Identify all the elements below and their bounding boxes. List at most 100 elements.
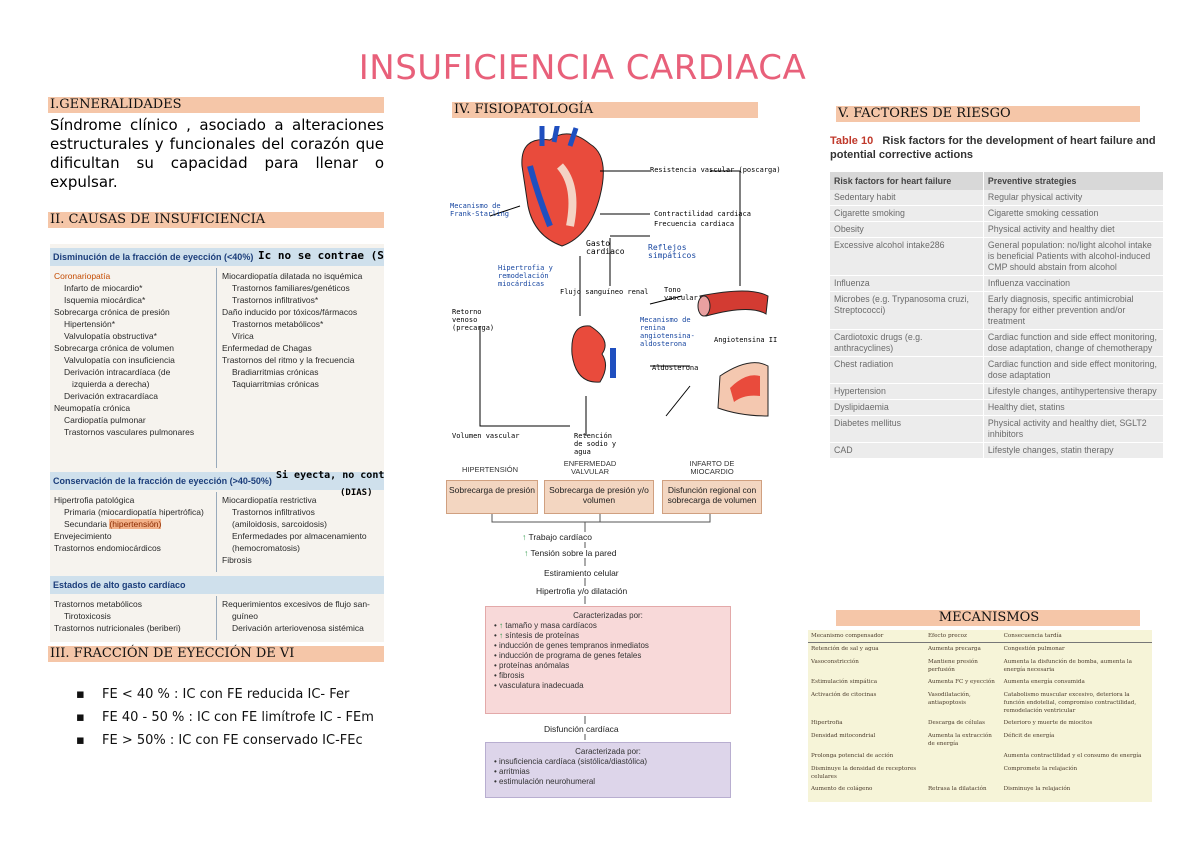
fraccion-list: ▪FE < 40 % : IC con FE reducida IC- Fer … [76,686,376,755]
causas-item-part: Secundaria [64,519,108,529]
list-item: ▪ FE 40 - 50 % : IC con FE limítrofe IC -… [76,709,376,727]
table-row: Cardiotoxic drugs (e.g. anthracyclines)C… [830,329,1165,357]
causas-item: Miocardiopatía restrictiva [222,495,317,505]
label-tono: Tono vascular [664,286,698,302]
table-row: Disminuye la densidad de receptores celu… [808,763,1152,783]
list-item-text: fibrosis [499,671,525,680]
causas-preserved-right: Miocardiopatía restrictiva Trastornos in… [222,494,367,566]
table-cell: Dyslipidaemia [830,399,984,416]
table-cell: Aumenta la disfunción de bomba, aumenta … [1003,659,1132,673]
list-item-text: arritmias [499,767,530,776]
label-renina: Mecanismo de renina angiotensina-aldoste… [640,316,695,348]
table-cell: Physical activity and healthy diet, SGLT… [983,415,1165,443]
table-cell: Aumento de colágeno [811,786,873,792]
list-item: ▪FE < 40 % : IC con FE reducida IC- Fer [76,686,376,704]
table-cell: Lifestyle changes, antihypertensive ther… [983,383,1165,400]
table-cell: Vasodilatación, antiapoptosis [927,692,971,706]
label-resistencia: Resistencia vascular (poscarga) [650,166,781,174]
label-aldosterona: Aldosterona [652,364,699,372]
section-heading-mecanismos: MECANISMOS [836,610,1140,626]
causas-reduced-left: Coronariopatía Infarto de miocardio* Isq… [54,270,194,438]
table-cell: Diabetes mellitus [830,415,984,443]
table-cell: Hypertension [830,383,984,400]
causas-item: Derivación extracardíaca [64,391,159,401]
page-title: INSUFICIENCIA CARDIACA [358,48,807,88]
mecanismos-table-image: Mecanismo compensador Efecto precoz Cons… [808,630,1152,802]
table-header-row: Risk factors for heart failure Preventiv… [830,172,1165,190]
causas-item: Enfermedades por almacenamiento [232,531,367,541]
list-item: • fibrosis [494,671,525,680]
section-heading-fisiopatologia: IV. FISIOPATOLOGÍA [452,102,758,118]
fisiopatologia-diagram: Resistencia vascular (poscarga) Mecanism… [450,126,781,456]
table-cell: Early diagnosis, specific antimicrobial … [983,291,1165,330]
table-cell: Cigarette smoking [830,205,984,222]
list-item: ▪FE > 50% : IC con FE conservado IC-FEc [76,732,376,750]
flow-arrows [491,514,711,740]
causas-item: guíneo [232,611,258,621]
table-cell: Cigarette smoking cessation [983,205,1165,222]
list-item-text: FE 40 - 50 % : IC con FE limítrofe IC - … [102,710,374,725]
table-cell: Influenza [830,275,984,292]
causas-table-image: Disminución de la fracción de eyección (… [50,244,384,642]
causas-high-output-left: Trastornos metabólicos Tirotoxicosis Tra… [54,598,181,634]
table-cell: Aumenta precarga [927,646,981,652]
risk-table-title: Table 10 Risk factors for the developmen… [830,134,1164,162]
column-header: Efecto precoz [924,630,1001,643]
causas-header-high-output-label: Estados de alto gasto cardíaco [53,580,186,590]
bullet-icon: ▪ [76,710,85,725]
table-cell: Regular physical activity [983,190,1165,206]
table-cell: Hipertrofia [811,720,843,726]
causas-high-output-right: Requerimientos excesivos de flujo san- g… [222,598,370,634]
causas-item: Tirotoxicosis [64,611,111,621]
diagram-drawing [479,126,769,436]
risk-table: Risk factors for heart failure Preventiv… [830,172,1165,459]
flow-top-box: Sobrecarga de presión [446,480,538,514]
table-cell [925,763,1001,783]
table-row: Activación de citocinas Vasodilatación, a… [808,689,1152,717]
causas-item: Secundaria (hipertensión) [54,518,204,530]
list-item: • proteínas anómalas [494,661,570,670]
causas-item: Trastornos infiltrativos* [232,295,319,305]
flow-top-title: ENFERMEDAD VALVULAR [563,459,617,476]
flow-step: Hipertrofia y/o dilatación [536,586,628,596]
flow-step-text: Tensión sobre la pared [530,548,617,558]
up-arrow-icon: ↑ [499,631,504,640]
table-cell: Sedentary habit [830,190,984,206]
causas-item: Trastornos nutricionales (beriberi) [54,623,181,633]
table-cell: Activación de citocinas [811,692,877,698]
causas-item: Derivación arteriovenosa sistémica [232,623,364,633]
label-frank-starling: Mecanismo de Frank-Starling [450,202,510,218]
table-cell: Déficit de energía [1003,733,1055,739]
column-divider [216,492,217,572]
table-cell: Influenza vaccination [983,275,1165,292]
up-arrow-icon: ↑ [499,621,504,630]
table-cell [925,750,1001,763]
generalidades-text: Síndrome clínico , asociado a alteracion… [50,116,384,191]
causas-item: Trastornos metabólicos [54,599,143,609]
risk-factors-table-image: Table 10 Risk factors for the developmen… [830,134,1165,594]
column-divider [216,596,217,640]
causas-header-reduced: Disminución de la fracción de eyección (… [50,248,384,266]
table-cell: Deterioro y muerte de miocitos [1003,720,1093,726]
causas-header-high-output: Estados de alto gasto cardíaco [50,576,384,594]
table-cell: Congestión pulmonar [1003,646,1065,652]
table-cell: Aumenta FC y eyección [927,679,995,685]
list-item: • estimulación neurohumeral [494,777,596,786]
table-cell: Aumenta contractilidad y el consumo de e… [1003,753,1142,759]
list-item-text: síntesis de proteínas [505,631,580,640]
table-cell: Estimulación simpática [811,679,878,685]
causas-item: Requerimientos excesivos de flujo san- [222,599,370,609]
handwritten-note-3: (DIAS) [340,488,373,498]
flow-step: ↑ Tensión sobre la pared [524,548,616,558]
fisiopatologia-flowchart: HIPERTENSIÓN ENFERMEDAD VALVULAR INFARTO… [440,458,770,803]
